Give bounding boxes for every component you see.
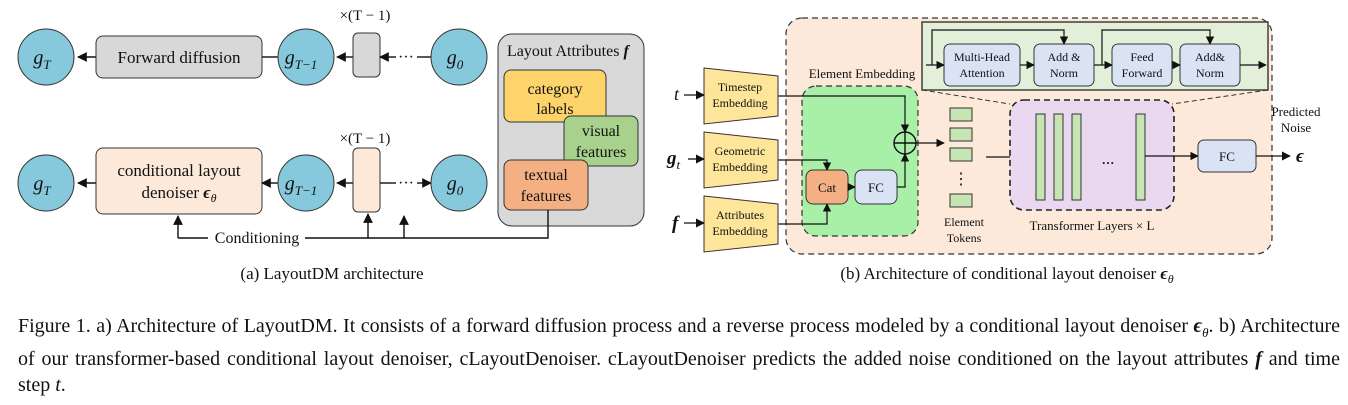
zoom-line-right: [1171, 89, 1269, 105]
cat-label: Cat: [818, 180, 836, 195]
mha-line1: Multi-Head: [954, 50, 1010, 64]
visual-features-line1: visual: [582, 123, 621, 140]
ellipsis-top: ···: [398, 49, 414, 66]
category-labels-box: [503, 69, 607, 123]
denoiser-line1: conditional layout: [117, 161, 241, 180]
input-g: gt: [666, 148, 681, 172]
category-labels-line1: category: [527, 81, 582, 98]
caption-f: f: [1255, 348, 1262, 370]
gTm1-circle-bottom: [277, 154, 335, 212]
panel-b: Multi-Head Attention Add & Norm Feed For…: [666, 17, 1321, 286]
repeat-label-bottom: ×(T − 1): [340, 131, 391, 147]
layer-dots: ...: [1102, 149, 1115, 168]
ellipsis-bottom: ···: [398, 175, 414, 192]
caption-part-3: and time step: [18, 348, 1340, 396]
g0-label-bottom: g0: [447, 173, 464, 198]
attributes-line2: Embedding: [712, 224, 767, 238]
addnorm1-line2: Norm: [1050, 66, 1079, 80]
predicted-line1: Predicted: [1271, 104, 1321, 119]
token-dots: ⋮: [953, 171, 969, 188]
g0-circle-top: [430, 28, 488, 86]
element-embedding-region: [801, 85, 919, 237]
repeat-block-bottom: [352, 147, 381, 213]
geometric-line1: Geometric: [715, 144, 766, 158]
attributes-embedding: [703, 195, 779, 253]
attributes-line1: Attributes: [716, 208, 764, 222]
addnorm2-line1: Add&: [1195, 50, 1226, 64]
element-tokens-line1: Element: [944, 215, 985, 229]
timestep-to-plus: [778, 95, 910, 133]
transformer-layers-label: Transformer Layers × L: [1030, 218, 1155, 233]
zoom-line-left: [921, 89, 1011, 105]
panel-a: Layout Attributes f category labels visu…: [17, 8, 645, 283]
input-t: t: [674, 84, 680, 104]
input-f: f: [672, 213, 680, 234]
conditional-denoiser-box: [95, 147, 263, 215]
addnorm2-line2: Norm: [1196, 66, 1225, 80]
attributes-to-cat: [778, 203, 832, 225]
layer-bar-3: [1071, 113, 1082, 201]
architecture-figure: Layout Attributes f category labels visu…: [17, 8, 1321, 286]
addnorm1-line1: Add &: [1048, 50, 1082, 64]
textual-features-box: [503, 159, 589, 211]
denoiser-line2: denoiser ϵθ: [141, 183, 216, 205]
layer-bar-2: [1053, 113, 1064, 201]
layer-bar-4: [1135, 113, 1146, 201]
token-2: [949, 127, 973, 142]
gT-circle-top: [17, 28, 75, 86]
element-tokens-line2: Tokens: [947, 231, 982, 245]
gTm1-circle-top: [277, 28, 335, 86]
timestep-embedding: [703, 67, 779, 125]
feedforward-line1: Feed: [1130, 50, 1153, 64]
textual-features-line2: features: [521, 188, 572, 205]
output-eps: ϵ: [1296, 146, 1305, 167]
layer-bar-1: [1035, 113, 1046, 201]
gT-label-top: gT: [33, 47, 51, 72]
mha-line2: Attention: [959, 66, 1004, 80]
repeat-label-top: ×(T − 1): [340, 8, 391, 24]
g0-label-top: g0: [447, 47, 464, 72]
gT-circle-bottom: [17, 154, 75, 212]
fc-out-label: FC: [1219, 149, 1235, 164]
forward-diffusion-label: Forward diffusion: [118, 48, 241, 67]
caption-part-1: Figure 1. a) Architecture of LayoutDM. I…: [18, 315, 1194, 337]
category-labels-line2: labels: [536, 101, 573, 118]
repeat-block-top: [352, 32, 381, 78]
visual-features-box: [563, 115, 639, 167]
transformer-layers-region: [1009, 99, 1175, 211]
caption-eps: ϵ: [1193, 315, 1203, 337]
gTm1-label-bottom: gT−1: [285, 173, 318, 198]
subcaption-b: (b) Architecture of conditional layout d…: [840, 264, 1173, 286]
token-3: [949, 147, 973, 162]
residual-2: [1101, 29, 1215, 65]
predicted-line2: Noise: [1281, 120, 1312, 135]
conditioning-label: Conditioning: [215, 230, 299, 247]
caption-part-4: .: [60, 374, 66, 396]
layout-attributes-title: Layout Attributes f: [507, 43, 630, 60]
gT-label-bottom: gT: [33, 173, 51, 198]
textual-features-line1: textual: [524, 167, 568, 184]
token-4: [949, 193, 973, 208]
visual-features-line2: features: [576, 144, 627, 161]
timestep-line2: Embedding: [712, 96, 767, 110]
timestep-line1: Timestep: [718, 80, 762, 94]
caption-eps-sub: θ: [1202, 325, 1209, 340]
element-tokens: ⋮: [949, 107, 973, 208]
geometric-to-cat: [778, 159, 832, 171]
figure-caption: Figure 1. a) Architecture of LayoutDM. I…: [18, 313, 1340, 398]
fc-to-plus: [897, 153, 910, 188]
fc-small-label: FC: [868, 180, 884, 195]
subcaption-a: (a) LayoutDM architecture: [240, 264, 423, 283]
geometric-embedding: [703, 131, 779, 189]
g0-circle-bottom: [430, 154, 488, 212]
conditioning-line: [305, 210, 549, 239]
token-1: [949, 107, 973, 122]
caption-part-2: . b) Architecture of our transformer-bas…: [18, 315, 1341, 370]
feedforward-line2: Forward: [1122, 66, 1163, 80]
element-embedding-label: Element Embedding: [809, 66, 916, 81]
geometric-line2: Embedding: [712, 160, 767, 174]
residual-1: [931, 29, 1069, 65]
caption-t: t: [55, 374, 61, 396]
gTm1-label-top: gT−1: [285, 47, 318, 72]
